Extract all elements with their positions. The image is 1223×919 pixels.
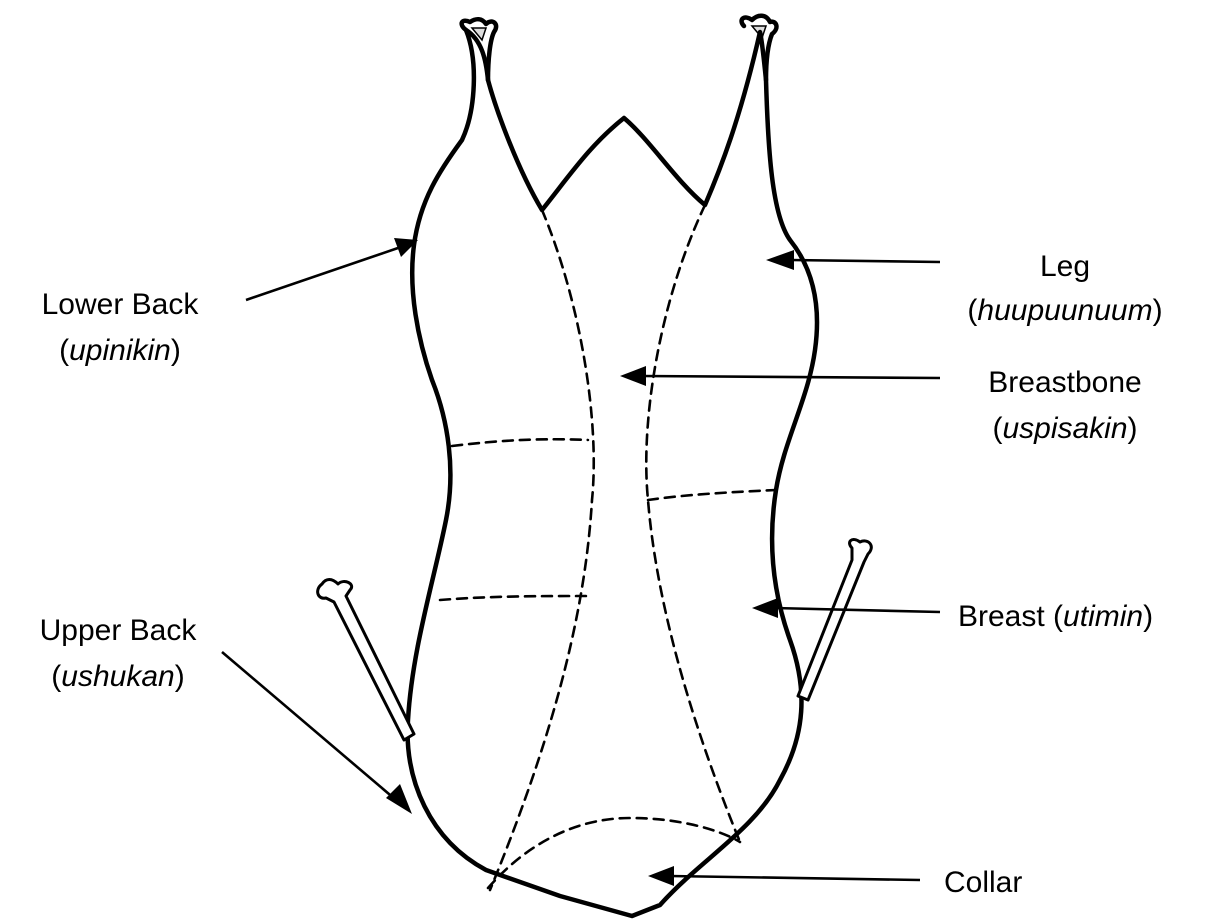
label-lower-back-name: Lower Back [42, 288, 200, 321]
arrow-collar [648, 866, 920, 886]
section-divider-lines [440, 205, 776, 890]
label-breastbone-name: Breastbone [988, 366, 1141, 399]
label-breast-name: Breast [958, 600, 1045, 633]
right-wing-bone [798, 540, 871, 700]
label-breast-line: Breast (utimin) [958, 600, 1153, 633]
label-collar: Collar [944, 866, 1022, 899]
label-lower-back: Lower Back (upinikin) [42, 288, 200, 367]
label-upper-back-name: Upper Back [40, 614, 198, 647]
label-leg-term: (huupuunuum) [967, 294, 1162, 327]
label-leg-name: Leg [1040, 250, 1090, 283]
arrow-lower-back [246, 238, 418, 300]
right-leg-bone [742, 16, 777, 80]
carcass-outline [408, 30, 817, 916]
left-wing-bone [318, 580, 414, 741]
label-lower-back-term: (upinikin) [59, 334, 181, 367]
label-collar-name: Collar [944, 866, 1022, 899]
label-breastbone: Breastbone (uspisakin) [988, 366, 1141, 445]
label-upper-back-term: (ushukan) [51, 660, 184, 693]
label-breastbone-term: (uspisakin) [992, 412, 1137, 445]
arrow-leg [766, 250, 940, 270]
label-breast-term: utimin [1063, 600, 1143, 633]
label-upper-back: Upper Back (ushukan) [40, 614, 198, 693]
arrow-breastbone [620, 366, 940, 386]
label-breast: Breast (utimin) [958, 600, 1153, 633]
label-leg: Leg (huupuunuum) [967, 250, 1162, 327]
